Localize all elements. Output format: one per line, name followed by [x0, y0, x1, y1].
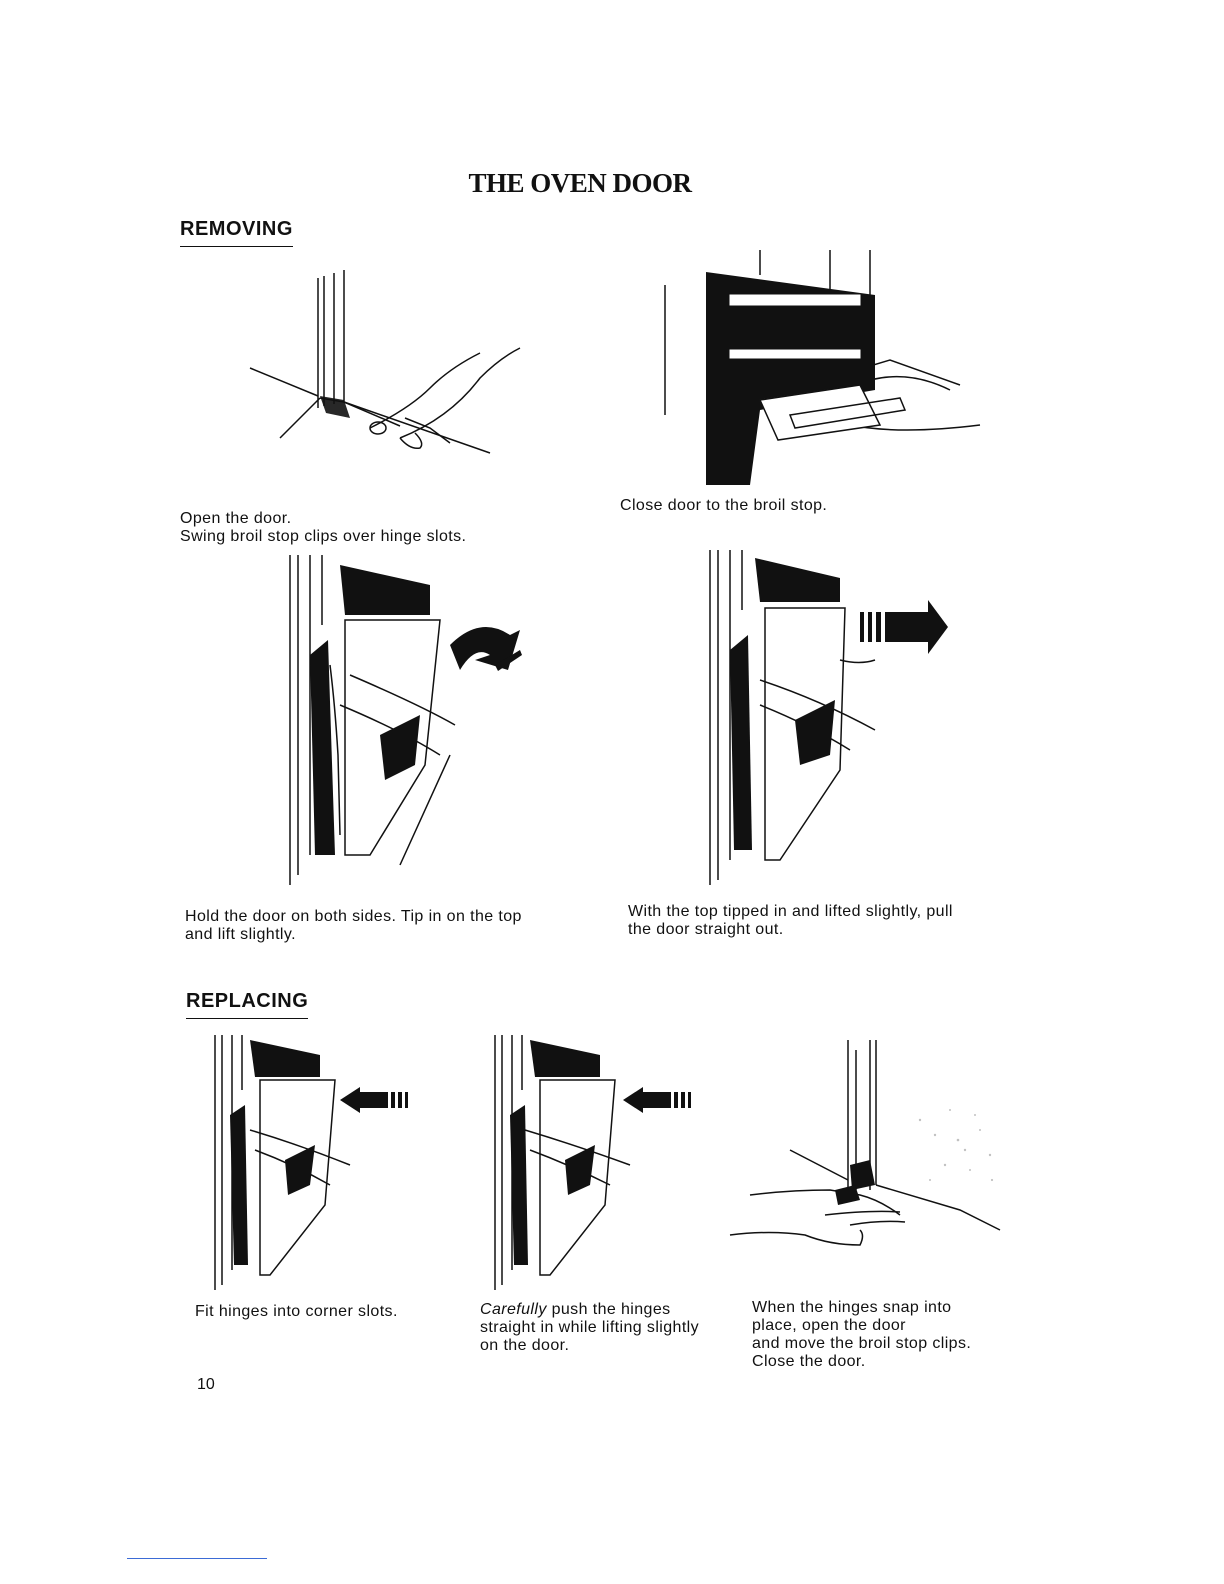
- door-tip-in-illustration: [250, 555, 522, 895]
- caption-step-6-emphasis: Carefully: [480, 1301, 547, 1318]
- caption-step-1: Open the door. Swing broil stop clips ov…: [180, 510, 467, 545]
- hinges-push-illustration: [490, 1035, 691, 1295]
- hinge-clip-swing-illustration: [250, 268, 530, 468]
- section-heading-removing: REMOVING: [180, 218, 293, 247]
- section-heading-replacing: REPLACING: [186, 990, 309, 1019]
- hinges-snap-illustration: [730, 1040, 1005, 1255]
- door-pull-out-illustration: [700, 550, 948, 890]
- caption-step-6: Carefully push the hinges straight in wh…: [480, 1301, 700, 1354]
- page-number: 10: [197, 1376, 215, 1393]
- caption-step-2: Close door to the broil stop.: [620, 497, 828, 514]
- page-title: THE OVEN DOOR: [468, 168, 692, 198]
- caption-step-3: Hold the door on both sides. Tip in on t…: [185, 908, 522, 943]
- hinges-fit-illustration: [200, 1035, 408, 1295]
- caption-step-4: With the top tipped in and lifted slight…: [628, 903, 953, 938]
- footer-rule: [127, 1558, 267, 1559]
- broil-stop-close-illustration: [660, 250, 990, 485]
- caption-step-5: Fit hinges into corner slots.: [195, 1303, 398, 1320]
- caption-step-7: When the hinges snap into place, open th…: [752, 1299, 972, 1370]
